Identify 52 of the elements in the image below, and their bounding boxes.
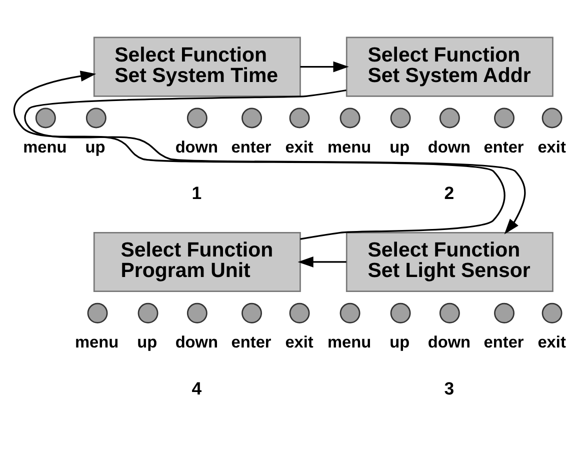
node-label: exit (538, 332, 566, 351)
node-label: menu (23, 138, 67, 156)
node-label: exit (538, 138, 566, 156)
node-label: enter (484, 332, 524, 351)
node-label: down (428, 138, 471, 156)
node-circle (340, 107, 360, 128)
label: 3 (444, 378, 454, 398)
node-circle (289, 302, 310, 323)
node-label: exit (285, 332, 314, 351)
node-box: Select Function Set System Addr (346, 36, 554, 96)
node-box: Select Function Set System Time (93, 36, 301, 96)
arrow (300, 60, 349, 72)
node-label: down (175, 332, 218, 351)
node-circle (542, 302, 562, 323)
node-label: menu (75, 332, 119, 351)
node-circle (87, 302, 108, 323)
node-circle (340, 302, 360, 323)
node-box: Select Function Set Light Sensor (346, 231, 554, 292)
node-label: enter (231, 332, 272, 351)
node-label: up (390, 332, 410, 351)
node-circle (494, 302, 514, 323)
node-label: up (137, 332, 158, 351)
node-label: enter (231, 138, 272, 156)
node-circle (86, 107, 106, 128)
node-label: up (390, 138, 410, 156)
label: 1 (192, 182, 202, 203)
node-label: down (428, 332, 471, 351)
node-label: menu (328, 332, 372, 351)
node-circle (186, 302, 208, 323)
node-label: up (85, 138, 106, 156)
node-circle (542, 107, 562, 128)
node-box: Select Function Program Unit (93, 231, 301, 292)
label: 2 (444, 182, 454, 203)
arrow (14, 70, 506, 240)
arrow (24, 88, 526, 234)
node-circle (289, 107, 310, 128)
label: 4 (192, 378, 202, 398)
node-circle (390, 107, 411, 128)
node-label: enter (484, 138, 524, 156)
node-circle (390, 302, 411, 323)
node-circle (186, 107, 208, 128)
node-circle (242, 107, 262, 128)
node-circle (439, 107, 460, 128)
node-label: down (175, 138, 218, 156)
node-label: exit (285, 138, 314, 156)
node-circle (242, 302, 262, 323)
node-label: menu (328, 138, 372, 156)
arrow (298, 256, 346, 267)
node-circle (138, 302, 158, 323)
node-circle (35, 107, 56, 128)
node-circle (439, 302, 460, 323)
node-circle (494, 107, 514, 128)
